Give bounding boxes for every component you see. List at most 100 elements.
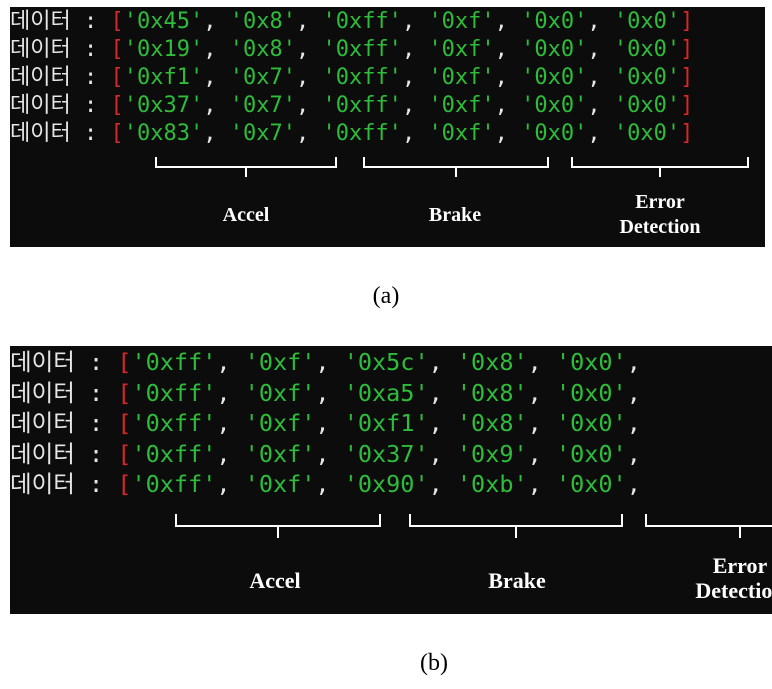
hex-value: '0xff' xyxy=(131,348,217,376)
comma: , xyxy=(494,65,522,90)
row-separator: : xyxy=(74,378,118,407)
hex-value: '0x7' xyxy=(229,121,296,146)
row-label: 데이터 xyxy=(10,121,71,146)
hex-value: '0x83' xyxy=(123,121,204,146)
comma: , xyxy=(626,378,641,407)
brace-accel xyxy=(175,514,381,538)
comma: , xyxy=(203,9,230,34)
comma: , xyxy=(216,348,245,376)
hex-value: '0x0' xyxy=(613,37,681,62)
data-row: 데이터 : ['0x83', '0x7', '0xff', '0xf', '0x… xyxy=(10,121,693,147)
group-label-error-line1: Error xyxy=(712,553,768,578)
comma: , xyxy=(203,93,230,118)
comma: , xyxy=(587,121,614,146)
comma: , xyxy=(527,470,556,498)
hex-value: '0x0' xyxy=(613,93,681,118)
open-bracket: [ xyxy=(110,65,124,90)
open-bracket: [ xyxy=(117,378,132,407)
comma: , xyxy=(428,348,457,376)
hex-value: '0xff' xyxy=(322,65,402,90)
group-label-brake: Brake xyxy=(428,204,482,226)
close-bracket: ] xyxy=(680,93,694,118)
comma: , xyxy=(216,378,245,407)
comma: , xyxy=(626,470,641,498)
hex-value: '0x0' xyxy=(613,65,681,90)
comma: , xyxy=(587,65,614,90)
hex-value: '0x8' xyxy=(456,378,528,407)
data-row: 데이터 : ['0x45', '0x8', '0xff', '0xf', '0x… xyxy=(10,9,693,35)
close-bracket: ] xyxy=(680,9,694,34)
hex-value: '0x0' xyxy=(521,65,588,90)
hex-value: '0xf' xyxy=(244,409,316,437)
comma: , xyxy=(428,409,457,437)
brace-error xyxy=(571,157,749,177)
caption-a: (a) xyxy=(372,283,400,309)
hex-value: '0x45' xyxy=(123,9,204,34)
open-bracket: [ xyxy=(110,121,124,146)
hex-value: '0xf' xyxy=(428,121,495,146)
row-label: 데이터 xyxy=(10,9,71,34)
comma: , xyxy=(494,37,522,62)
open-bracket: [ xyxy=(117,470,132,498)
row-label: 데이터 xyxy=(10,409,75,437)
hex-value: '0xff' xyxy=(322,9,402,34)
comma: , xyxy=(626,439,641,468)
row-separator: : xyxy=(70,9,111,34)
comma: , xyxy=(295,93,323,118)
group-label-brake: Brake xyxy=(488,568,546,593)
open-bracket: [ xyxy=(110,93,124,118)
hex-value: '0x0' xyxy=(555,439,627,468)
data-row: 데이터 : ['0xf1', '0x7', '0xff', '0xf', '0x… xyxy=(10,65,693,91)
comma: , xyxy=(587,93,614,118)
open-bracket: [ xyxy=(117,439,132,468)
hex-value: '0x8' xyxy=(229,37,296,62)
hex-value: '0x37' xyxy=(343,439,429,468)
hex-value: '0x8' xyxy=(229,9,296,34)
brace-brake xyxy=(363,157,549,177)
comma: , xyxy=(428,470,457,498)
row-separator: : xyxy=(74,348,118,376)
hex-value: '0x7' xyxy=(229,93,296,118)
comma: , xyxy=(216,409,245,437)
row-label: 데이터 xyxy=(10,65,71,90)
comma: , xyxy=(295,9,323,34)
comma: , xyxy=(295,37,323,62)
row-separator: : xyxy=(70,121,111,146)
hex-value: '0x0' xyxy=(555,378,627,407)
row-separator: : xyxy=(74,439,118,468)
hex-value: '0xf' xyxy=(244,348,316,376)
hex-value: '0xff' xyxy=(131,470,217,498)
hex-value: '0x0' xyxy=(555,409,627,437)
hex-value: '0xf1' xyxy=(123,65,204,90)
group-label-error: Error Detection xyxy=(670,553,772,603)
row-separator: : xyxy=(70,37,111,62)
hex-value: '0x90' xyxy=(343,470,429,498)
comma: , xyxy=(203,121,230,146)
hex-value: '0xb' xyxy=(456,470,528,498)
data-row: 데이터 : ['0xff', '0xf', '0xa5', '0x8', '0x… xyxy=(10,378,641,407)
close-bracket: ] xyxy=(680,121,694,146)
comma: , xyxy=(315,348,344,376)
comma: , xyxy=(315,439,344,468)
data-row: 데이터 : ['0xff', '0xf', '0x90', '0xb', '0x… xyxy=(10,471,641,498)
hex-value: '0x19' xyxy=(123,37,204,62)
comma: , xyxy=(527,439,556,468)
group-label-accel: Accel xyxy=(249,568,301,593)
comma: , xyxy=(587,37,614,62)
row-separator: : xyxy=(74,409,118,437)
close-bracket: ] xyxy=(680,37,694,62)
hex-value: '0xf' xyxy=(428,37,495,62)
comma: , xyxy=(428,439,457,468)
comma: , xyxy=(527,409,556,437)
comma: , xyxy=(295,121,323,146)
comma: , xyxy=(527,378,556,407)
hex-value: '0x7' xyxy=(229,65,296,90)
open-bracket: [ xyxy=(117,409,132,437)
brace-accel xyxy=(155,157,337,177)
caption-b: (b) xyxy=(420,650,448,676)
comma: , xyxy=(587,9,614,34)
hex-value: '0x37' xyxy=(123,93,204,118)
comma: , xyxy=(401,93,429,118)
data-row: 데이터 : ['0x37', '0x7', '0xff', '0xf', '0x… xyxy=(10,93,693,119)
hex-value: '0xf' xyxy=(244,470,316,498)
